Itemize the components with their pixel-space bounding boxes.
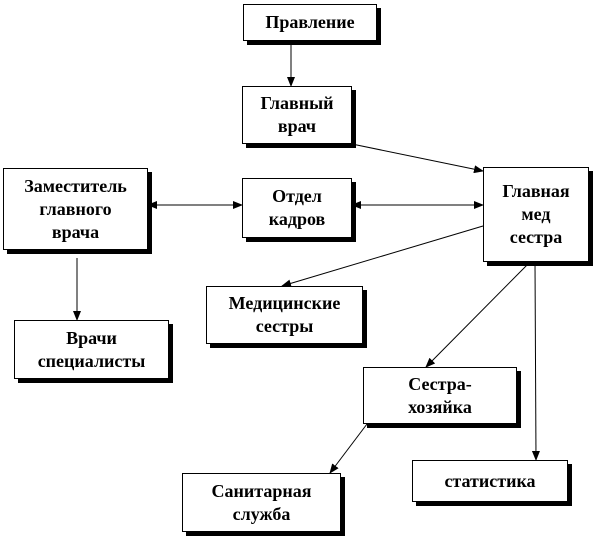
edge-glavmed-to-stat <box>531 261 540 461</box>
node-statistics-label: статистика <box>444 470 536 491</box>
node-board-label: Правление <box>265 12 355 32</box>
node-chief-doctor-label: Главный врач <box>260 93 334 136</box>
node-hr-department-label: Отдел кадров <box>268 186 326 229</box>
node-sanitary-service: Санитарная служба <box>182 473 341 532</box>
node-statistics: статистика <box>412 460 568 502</box>
node-hr-department: Отдел кадров <box>242 178 352 238</box>
node-deputy-chief-label: Заместитель главного врача <box>24 175 127 242</box>
node-head-nurse-label: Главная мед сестра <box>502 181 570 247</box>
node-head-nurse: Главная мед сестра <box>483 167 589 262</box>
node-sanitary-service-label: Санитарная служба <box>211 480 312 524</box>
node-specialist-doctors: Врачи специалисты <box>14 320 169 379</box>
node-housekeeper: Сестра- хозяйка <box>363 367 517 424</box>
edge-hoz-to-san <box>329 423 368 474</box>
edge-glavmed-to-medsestry <box>281 225 484 288</box>
node-nurses: Медицинские сестры <box>206 286 363 344</box>
node-specialist-doctors-label: Врачи специалисты <box>37 327 146 371</box>
node-chief-doctor: Главный врач <box>242 86 352 144</box>
edge-glavvrach-to-glavmed <box>351 143 484 174</box>
node-deputy-chief: Заместитель главного врача <box>3 168 148 250</box>
node-board: Правление <box>243 4 377 41</box>
edge-glavmed-to-hoz <box>425 261 531 368</box>
node-housekeeper-label: Сестра- хозяйка <box>408 373 472 417</box>
node-nurses-label: Медицинские сестры <box>228 293 341 336</box>
